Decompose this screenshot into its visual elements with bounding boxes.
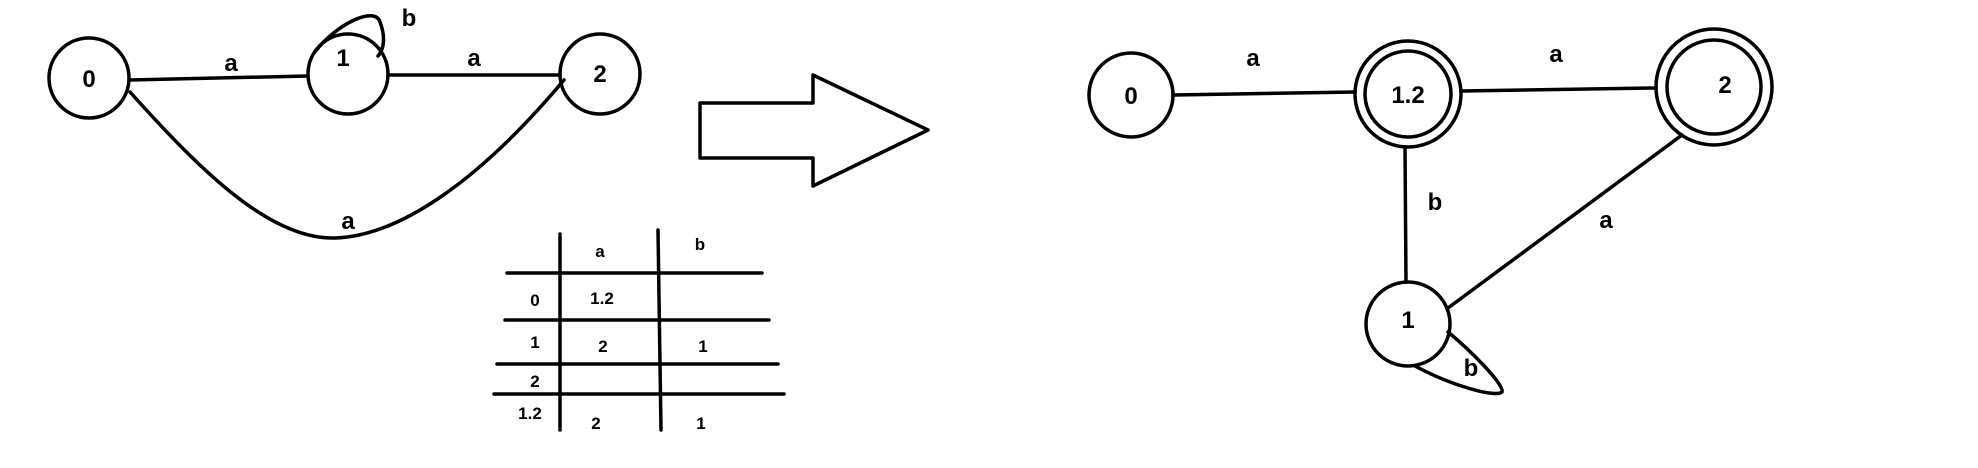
dfa-edge-1-2-label: a — [1599, 207, 1613, 234]
nfa-edge-0-1-label: a — [224, 50, 238, 77]
nfa-state-1-label: 1 — [336, 45, 349, 72]
dfa-edge-0-1.2 — [1171, 90, 1357, 97]
dfa-edge-1.2-2 — [1459, 86, 1658, 93]
nfa-state-0-circle — [47, 36, 131, 120]
dfa-state-0-label: 0 — [1124, 83, 1137, 110]
nfa-edge-1-2-label: a — [467, 45, 481, 72]
table-row-3-a: 2 — [591, 414, 600, 433]
table-row-3-b: 1 — [696, 414, 705, 433]
dfa-edge-1.2-1 — [1403, 145, 1408, 284]
table-row-3-state: 1.2 — [518, 404, 542, 423]
dfa-edge-1-2 — [1446, 133, 1684, 310]
nfa-loop-1 — [313, 14, 386, 58]
dfa-loop-1 — [1413, 330, 1504, 396]
table-row-0-a: 1.2 — [590, 289, 614, 308]
table-header-a: a — [595, 242, 605, 261]
dfa-state-1.2-outer-circle — [1353, 39, 1463, 149]
dfa-loop-1-label: b — [1464, 355, 1479, 382]
nfa-state-0-label: 0 — [82, 66, 95, 93]
dfa-edge-1.2-1-label: b — [1428, 189, 1443, 216]
nfa-state-2-label: 2 — [593, 61, 606, 88]
nfa-loop-1-label: b — [402, 5, 417, 32]
table-row-2-state: 2 — [530, 372, 539, 391]
dfa-edge-0-1.2-label: a — [1246, 45, 1260, 72]
dfa-state-2-label: 2 — [1718, 72, 1731, 99]
nfa-edge-0-2 — [128, 78, 566, 240]
table-vline-2 — [656, 228, 663, 432]
table-row-1-state: 1 — [530, 333, 539, 352]
nfa-edge-0-2-label: a — [341, 208, 355, 235]
dfa-state-2-outer-circle — [1654, 27, 1774, 147]
table-row-1-b: 1 — [698, 337, 707, 356]
dfa-state-1.2-label: 1.2 — [1391, 82, 1424, 109]
table-row-1-a: 2 — [598, 337, 607, 356]
dfa-state-1-circle — [1364, 280, 1452, 368]
dfa-edge-1.2-2-label: a — [1549, 41, 1563, 68]
table-header-b: b — [695, 235, 705, 254]
nfa-edge-0-1 — [127, 74, 310, 82]
dfa-state-1-label: 1 — [1401, 307, 1414, 334]
table-row-0-state: 0 — [530, 291, 539, 310]
dfa-state-2-inner-circle — [1665, 38, 1763, 136]
conversion-arrow — [698, 73, 930, 188]
dfa-state-1.2-inner-circle — [1363, 49, 1453, 139]
